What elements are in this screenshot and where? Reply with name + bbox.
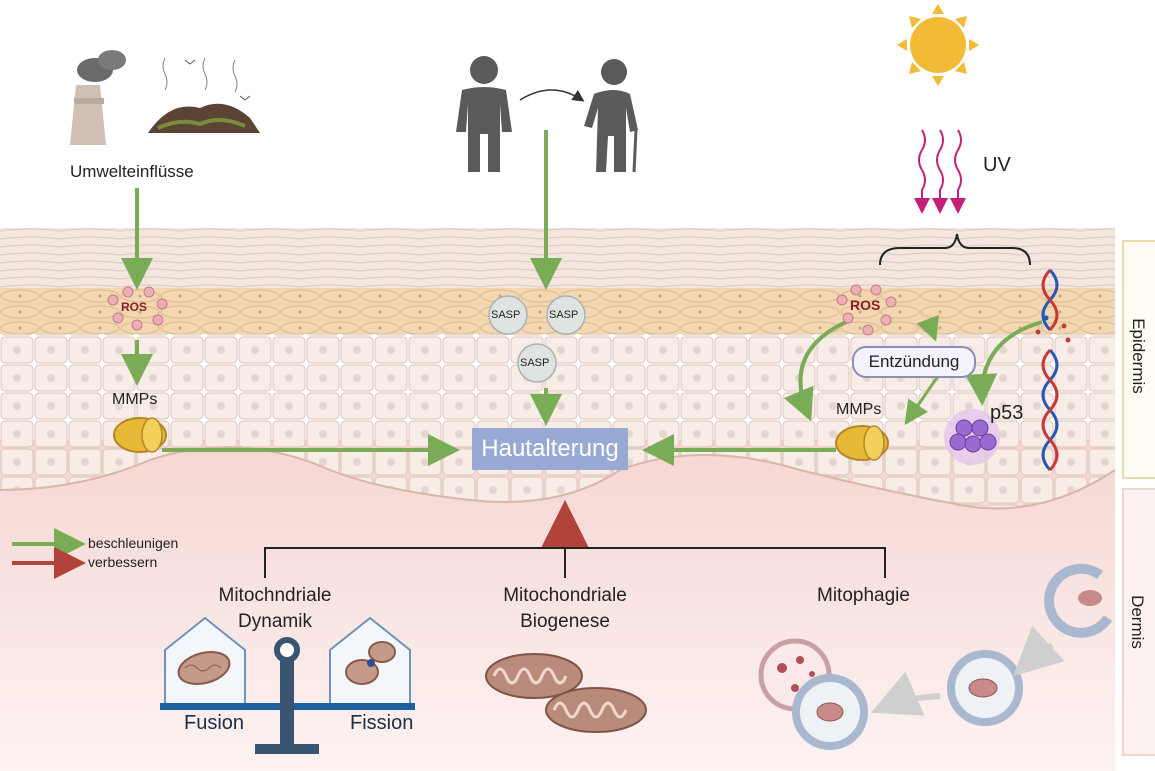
uv-brace bbox=[879, 233, 1031, 266]
young-person-icon bbox=[456, 56, 512, 172]
dynamics-label-line1: Mitochndriale bbox=[218, 585, 332, 606]
mechanism-bracket bbox=[264, 547, 886, 578]
sasp-circles bbox=[488, 295, 586, 383]
stratum-corneum bbox=[0, 228, 1115, 288]
epidermis-label: Epidermis bbox=[1129, 318, 1148, 394]
basement-membrane bbox=[0, 446, 1116, 510]
uv-label: UV bbox=[983, 154, 1011, 176]
sun-icon bbox=[897, 4, 979, 86]
p53-protein-icon bbox=[944, 409, 1000, 465]
ros-label-right: ROS bbox=[850, 297, 881, 313]
biogenesis-label-line2: Biogenese bbox=[520, 611, 610, 632]
mitophagy-label: Mitophagie bbox=[817, 585, 910, 606]
mmps-label-left: MMPs bbox=[112, 391, 158, 408]
balance-scale-icon bbox=[160, 616, 415, 754]
ros-cluster-right bbox=[836, 284, 897, 336]
sasp-label-1: SASP bbox=[491, 309, 521, 321]
fusion-label: Fusion bbox=[184, 712, 245, 734]
dna-icon bbox=[1035, 268, 1071, 472]
factory-icon bbox=[70, 50, 126, 145]
inflammation-badge: Entzündung bbox=[852, 346, 976, 378]
mmps-label-right: MMPs bbox=[836, 401, 882, 418]
dynamics-label-line2: Dynamik bbox=[238, 611, 312, 632]
waste-heap-icon bbox=[148, 57, 260, 133]
accelerate-arrows bbox=[121, 130, 1043, 466]
p53-label: p53 bbox=[990, 402, 1024, 424]
ros-cluster-left bbox=[107, 286, 168, 331]
mmp-enzymes bbox=[113, 417, 889, 461]
mitochondria-icon bbox=[485, 653, 647, 733]
skin-aging-box: Hautalterung bbox=[472, 428, 628, 470]
epidermis-box bbox=[1122, 240, 1155, 479]
mitophagy-icon bbox=[758, 563, 1113, 750]
legend-accelerate-label: beschleunigen bbox=[88, 535, 179, 551]
aging-arrow bbox=[519, 89, 585, 102]
uv-rays bbox=[914, 129, 966, 214]
legend-improve-label: verbessern bbox=[88, 554, 158, 570]
ros-label-left: ROS bbox=[121, 300, 148, 314]
dermis-box bbox=[1122, 488, 1155, 756]
sasp-label-3: SASP bbox=[520, 357, 550, 369]
fission-label: Fission bbox=[350, 712, 414, 734]
dermis-label: Dermis bbox=[1128, 595, 1147, 649]
biogenesis-label-line1: Mitochondriale bbox=[503, 585, 627, 606]
sasp-label-2: SASP bbox=[549, 309, 579, 321]
environment-label: Umwelteinflüsse bbox=[70, 162, 194, 181]
elderly-person-icon bbox=[584, 59, 638, 173]
